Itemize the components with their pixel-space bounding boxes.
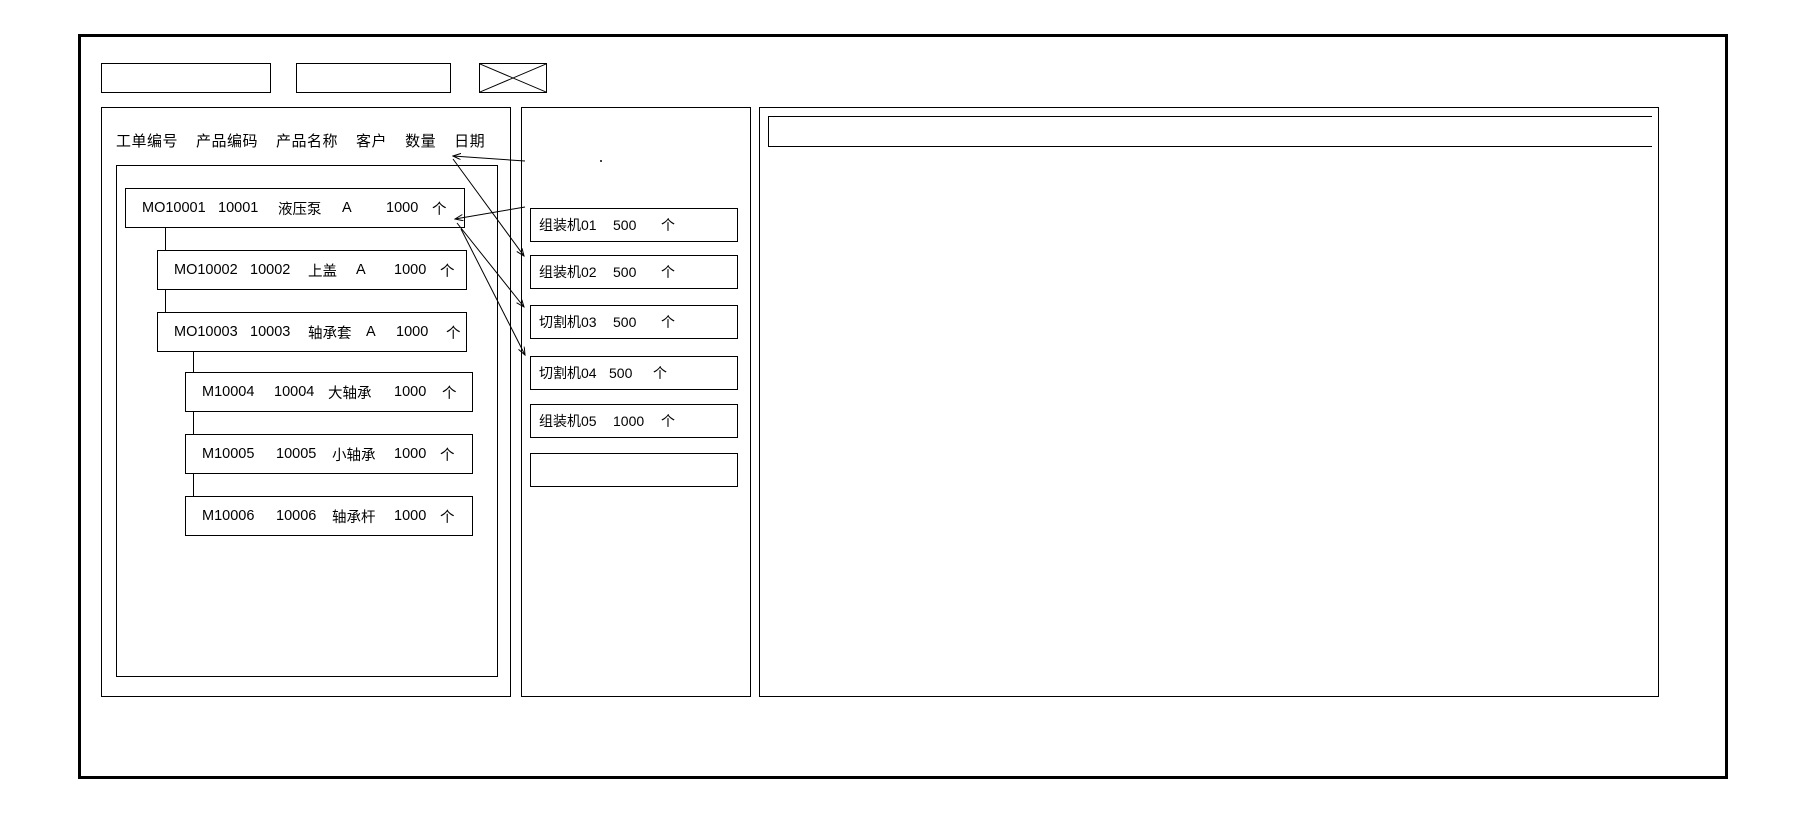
table-row[interactable]: M10004 10004 大轴承 1000 个 (185, 372, 473, 412)
cell-product-code: 10006 (276, 508, 317, 524)
cell-product-code: 10002 (250, 262, 291, 278)
cell-order-no: MO10003 (174, 324, 238, 340)
cell-customer: A (356, 262, 366, 278)
machine-quantity: 1000 (613, 413, 645, 429)
cell-customer: A (366, 324, 376, 340)
column-header-product-code: 产品编码 (196, 133, 259, 150)
cell-product-code: 10005 (276, 446, 317, 462)
cell-product-code: 10003 (250, 324, 291, 340)
cell-product-name: 小轴承 (332, 447, 376, 464)
cell-order-no: M10006 (202, 508, 255, 524)
cell-unit: 个 (432, 201, 447, 218)
list-item[interactable]: 组装机02 500 个 (530, 255, 738, 289)
machine-unit: 个 (661, 314, 675, 330)
table-row[interactable]: M10005 10005 小轴承 1000 个 (185, 434, 473, 474)
toolbar-field-1[interactable] (101, 63, 271, 93)
list-item[interactable]: 组装机01 500 个 (530, 208, 738, 242)
detail-panel (759, 107, 1659, 697)
machine-unit: 个 (661, 264, 675, 280)
cell-quantity: 1000 (394, 262, 427, 278)
machine-name: 组装机05 (539, 413, 597, 429)
column-header-date: 日期 (454, 133, 486, 150)
cell-product-name: 轴承杆 (332, 509, 376, 526)
cell-product-name: 液压泵 (278, 201, 322, 218)
list-item[interactable]: 组装机05 1000 个 (530, 404, 738, 438)
cell-product-name: 上盖 (308, 263, 337, 280)
table-row[interactable]: MO10002 10002 上盖 A 1000 个 (157, 250, 467, 290)
table-row[interactable]: M10006 10006 轴承杆 1000 个 (185, 496, 473, 536)
machine-unit: 个 (653, 365, 667, 381)
column-header-customer: 客户 (356, 133, 388, 150)
list-item-empty[interactable] (530, 453, 738, 487)
cell-unit: 个 (440, 263, 455, 280)
cell-order-no: M10005 (202, 446, 255, 462)
detail-panel-top-rule (768, 116, 1652, 117)
table-row[interactable]: MO10003 10003 轴承套 A 1000 个 (157, 312, 467, 352)
machine-unit: 个 (661, 413, 675, 429)
column-header-row: 工单编号 产品编码 产品名称 客户 数量 日期 (116, 130, 485, 151)
cell-product-code: 10001 (218, 200, 259, 216)
column-header-order-no: 工单编号 (116, 133, 179, 150)
cell-product-name: 轴承套 (308, 325, 352, 342)
machine-name: 组装机02 (539, 264, 597, 280)
cell-unit: 个 (446, 325, 461, 342)
cell-unit: 个 (440, 447, 455, 464)
cell-quantity: 1000 (396, 324, 429, 340)
column-header-product-name: 产品名称 (276, 133, 339, 150)
toolbar-field-2[interactable] (296, 63, 451, 93)
machine-allocation-panel: 组装机01 500 个 组装机02 500 个 切割机03 500 个 (521, 107, 751, 697)
column-header-quantity: 数量 (405, 133, 437, 150)
cell-quantity: 1000 (394, 384, 427, 400)
cell-order-no: MO10002 (174, 262, 238, 278)
machine-quantity: 500 (609, 365, 633, 381)
machine-name: 组装机01 (539, 217, 597, 233)
work-order-tree: MO10001 10001 液压泵 A 1000 个 MO10002 10002… (116, 165, 498, 677)
panel-marker-dot (600, 160, 602, 162)
detail-panel-header-rule (768, 146, 1652, 147)
detail-panel-left-rule (768, 116, 769, 146)
cross-box-glyph (480, 64, 546, 92)
work-order-panel: 工单编号 产品编码 产品名称 客户 数量 日期 (101, 107, 511, 697)
list-item[interactable]: 切割机04 500 个 (530, 356, 738, 390)
machine-name: 切割机03 (539, 314, 597, 330)
table-row[interactable]: MO10001 10001 液压泵 A 1000 个 (125, 188, 465, 228)
list-item[interactable]: 切割机03 500 个 (530, 305, 738, 339)
application-window: 工单编号 产品编码 产品名称 客户 数量 日期 (78, 34, 1728, 779)
cell-customer: A (342, 200, 352, 216)
machine-quantity: 500 (613, 264, 637, 280)
cell-quantity: 1000 (394, 446, 427, 462)
cell-quantity: 1000 (394, 508, 427, 524)
toolbar (101, 63, 1701, 97)
cell-unit: 个 (442, 385, 457, 402)
cell-product-code: 10004 (274, 384, 315, 400)
cell-quantity: 1000 (386, 200, 419, 216)
machine-name: 切割机04 (539, 365, 597, 381)
machine-quantity: 500 (613, 217, 637, 233)
cell-order-no: MO10001 (142, 200, 206, 216)
cell-product-name: 大轴承 (328, 385, 372, 402)
machine-quantity: 500 (613, 314, 637, 330)
image-placeholder-icon[interactable] (479, 63, 547, 93)
cell-order-no: M10004 (202, 384, 255, 400)
machine-unit: 个 (661, 217, 675, 233)
cell-unit: 个 (440, 509, 455, 526)
